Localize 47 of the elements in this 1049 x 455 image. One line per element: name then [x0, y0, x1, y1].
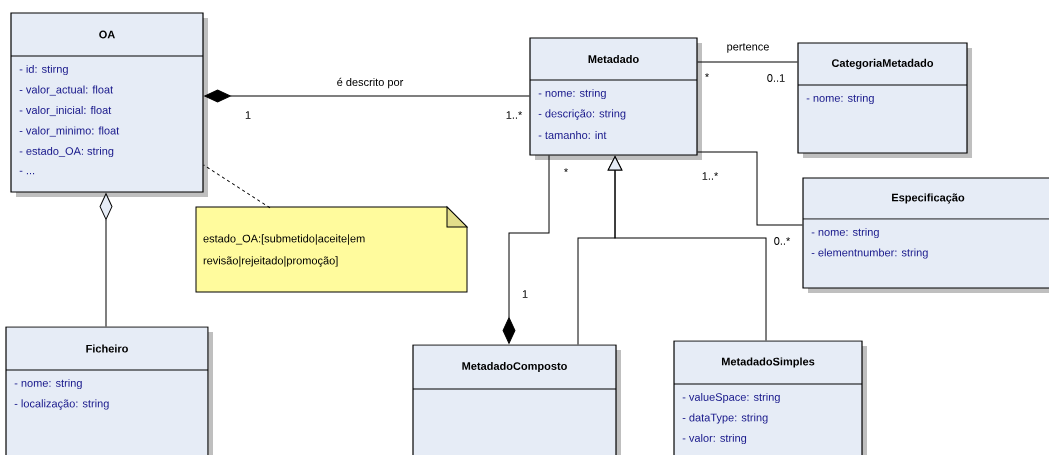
composition-line — [204, 89, 530, 103]
multiplicity-label: 1..* — [702, 172, 719, 180]
aggregation-line — [99, 193, 113, 327]
attribute-text: - nome: string — [538, 88, 606, 100]
class-name: MetadadoSimples — [722, 357, 815, 368]
attribute-text: - dataType: string — [682, 413, 768, 424]
association-line — [697, 151, 803, 226]
note-box: estado_OA:[submetido|aceite|em revisão|rejeitado|promoção] — [195, 206, 468, 293]
class-box — [529, 37, 702, 160]
multiplicity-label: 1 — [245, 111, 251, 119]
attribute-text: - elementnumber: string — [811, 248, 928, 259]
attribute-text: - valueSpace: string — [682, 392, 780, 404]
attribute-text: - valor_inicial: float — [19, 105, 112, 117]
class-name: CategoriaMetadado — [831, 58, 934, 70]
class-name: Especificação — [892, 193, 965, 204]
attribute-text: - ... — [19, 170, 35, 175]
attribute-text: - nome: string — [806, 93, 874, 105]
multiplicity-label: 0..1 — [767, 74, 785, 82]
class-box — [10, 12, 208, 197]
attribute-text: - estado_OA: string — [19, 146, 114, 158]
class-box — [797, 42, 972, 158]
association-line — [697, 61, 798, 63]
multiplicity-label: 0..* — [774, 237, 791, 245]
edge-label: pertence — [725, 42, 771, 54]
class-name: Ficheiro — [86, 344, 128, 353]
class-box — [412, 344, 621, 455]
attribute-text: - valor: string — [682, 433, 747, 445]
edge-label: é descrito por — [335, 76, 405, 90]
attribute-text: - nome: string — [14, 378, 82, 390]
attribute-text: - valor_actual: float — [19, 85, 114, 96]
attribute-text: - id: stirng — [19, 64, 68, 76]
multiplicity-label: 1..* — [506, 111, 523, 119]
attribute-text: - tamanho: int — [538, 130, 607, 140]
leader-line — [203, 164, 271, 209]
class-box — [802, 177, 1049, 293]
class-name: OA — [99, 30, 115, 39]
attribute-text: - descrição: string — [538, 109, 626, 120]
attribute-text: - valor_minimo: float — [19, 126, 120, 137]
class-name: MetadadoComposto — [462, 361, 567, 373]
generalization-arrow — [607, 156, 767, 341]
class-box — [673, 340, 867, 455]
multiplicity-label: 1 — [522, 290, 528, 298]
attribute-text: - nome: string — [811, 227, 879, 239]
class-box — [5, 326, 213, 455]
attribute-text: - localização: string — [14, 399, 109, 410]
class-name: Metadado — [588, 54, 639, 64]
composition-line — [502, 155, 550, 344]
